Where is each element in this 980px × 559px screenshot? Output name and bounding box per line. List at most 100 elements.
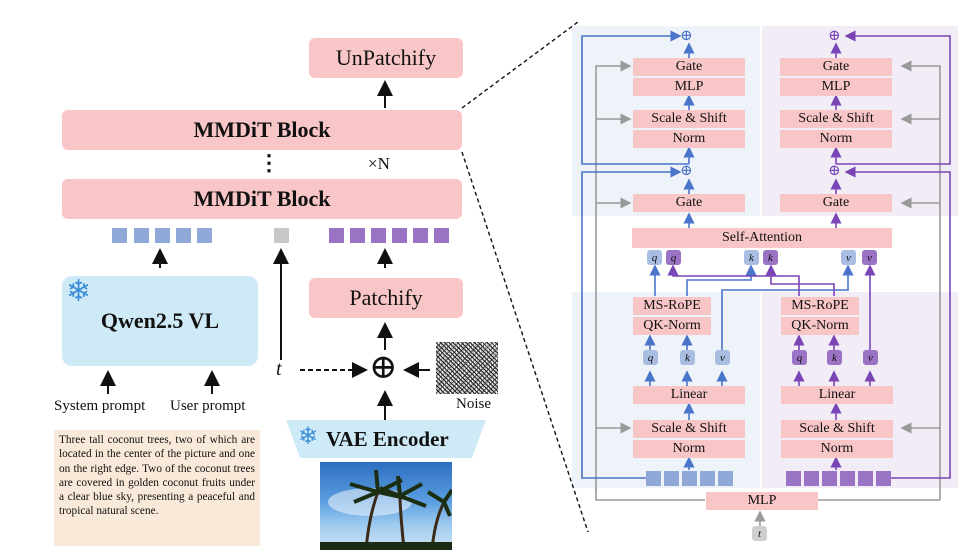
add-icon: ⊕	[828, 28, 841, 44]
mlp-block: MLP	[780, 78, 892, 96]
noise-image	[436, 342, 498, 394]
qwen-vl-block: Qwen2.5 VL	[62, 276, 258, 366]
text-token	[112, 228, 127, 243]
k-token: k	[827, 350, 842, 365]
t-label: t	[276, 358, 282, 380]
image-token	[392, 228, 407, 243]
patchify-block: Patchify	[309, 278, 463, 318]
ms-rope-label: MS-RoPE	[643, 298, 701, 313]
add-icon: ⊕	[680, 163, 693, 179]
text-token	[682, 471, 697, 486]
norm-label: Norm	[820, 441, 854, 456]
mmdit-block-bottom: MMDiT Block	[62, 179, 462, 219]
v-token: v	[841, 250, 856, 265]
timestep-mlp-block: MLP	[706, 492, 818, 510]
self-attention-label: Self-Attention	[721, 230, 803, 245]
image-token	[822, 471, 837, 486]
norm-label: Norm	[672, 131, 706, 146]
mmdit-block-bottom-label: MMDiT Block	[193, 186, 331, 211]
ms-rope-label: MS-RoPE	[791, 298, 849, 313]
t-token: t	[752, 526, 767, 541]
unpatchify-label: UnPatchify	[335, 45, 437, 70]
norm-block: Norm	[633, 440, 745, 458]
caption-text: Three tall coconut trees, two of which a…	[59, 434, 255, 518]
q-token: q	[643, 350, 658, 365]
vae-encoder-block	[286, 420, 486, 458]
gate-label: Gate	[822, 59, 850, 74]
q-token: q	[666, 250, 681, 265]
oplus-icon: ⊕	[369, 349, 398, 386]
text-token	[176, 228, 191, 243]
text-token	[718, 471, 733, 486]
linear-block: Linear	[633, 386, 745, 404]
system-prompt-label: System prompt	[54, 398, 146, 414]
v-token: v	[862, 250, 877, 265]
scale-shift-label: Scale & Shift	[799, 421, 875, 436]
q-token: q	[647, 250, 662, 265]
gate-label: Gate	[675, 59, 703, 74]
qk-norm-label: QK-Norm	[791, 318, 849, 333]
norm-label: Norm	[819, 131, 853, 146]
image-token	[329, 228, 344, 243]
gate-block: Gate	[633, 58, 745, 76]
linear-block: Linear	[781, 386, 893, 404]
text-token	[134, 228, 149, 243]
add-icon: ⊕	[680, 28, 693, 44]
qk-norm-label: QK-Norm	[643, 318, 701, 333]
gate-label: Gate	[675, 195, 703, 210]
q-token: q	[792, 350, 807, 365]
scale-shift-block: Scale & Shift	[780, 110, 892, 128]
mmdit-block-top-label: MMDiT Block	[193, 117, 331, 142]
qwen-vl-label: Qwen2.5 VL	[100, 308, 220, 333]
patchify-label: Patchify	[349, 285, 423, 310]
mlp-label: MLP	[674, 79, 704, 94]
caption-box	[54, 430, 260, 546]
scale-shift-block: Scale & Shift	[633, 420, 745, 438]
gate-label: Gate	[822, 195, 850, 210]
ellipsis: ⋮	[258, 150, 280, 175]
k-token: k	[680, 350, 695, 365]
qk-norm-block: QK-Norm	[633, 317, 711, 335]
text-token	[155, 228, 170, 243]
linear-label: Linear	[670, 387, 708, 402]
snowflake-icon: ❄	[66, 275, 92, 308]
scale-shift-block: Scale & Shift	[781, 420, 893, 438]
noise-label: Noise	[456, 396, 491, 412]
image-token	[434, 228, 449, 243]
unpatchify-block: UnPatchify	[309, 38, 463, 78]
v-token: v	[715, 350, 730, 365]
norm-block: Norm	[633, 130, 745, 148]
norm-label: Norm	[672, 441, 706, 456]
image-token	[858, 471, 873, 486]
v-token: v	[863, 350, 878, 365]
vae-snowflake-icon: ❄	[298, 424, 319, 450]
gate-block: Gate	[780, 58, 892, 76]
k-token: k	[763, 250, 778, 265]
norm-block: Norm	[781, 440, 893, 458]
image-token	[371, 228, 386, 243]
norm-block: Norm	[780, 130, 892, 148]
input-photo	[320, 462, 452, 550]
text-token	[700, 471, 715, 486]
gate-block: Gate	[633, 194, 745, 212]
text-token	[197, 228, 212, 243]
scale-shift-block: Scale & Shift	[633, 110, 745, 128]
vae-encoder-label: VAE Encoder	[326, 427, 449, 451]
timestep-mlp-label: MLP	[747, 493, 777, 508]
timestep-token	[274, 228, 289, 243]
scale-shift-label: Scale & Shift	[798, 111, 874, 126]
gate-block: Gate	[780, 194, 892, 212]
text-token	[664, 471, 679, 486]
scale-shift-label: Scale & Shift	[651, 421, 727, 436]
mlp-block: MLP	[633, 78, 745, 96]
k-token: k	[744, 250, 759, 265]
image-token	[350, 228, 365, 243]
image-token	[804, 471, 819, 486]
qk-norm-block: QK-Norm	[781, 317, 859, 335]
scale-shift-label: Scale & Shift	[651, 111, 727, 126]
image-token	[413, 228, 428, 243]
add-icon: ⊕	[828, 163, 841, 179]
user-prompt-label: User prompt	[170, 398, 246, 414]
image-token	[876, 471, 891, 486]
image-token	[840, 471, 855, 486]
